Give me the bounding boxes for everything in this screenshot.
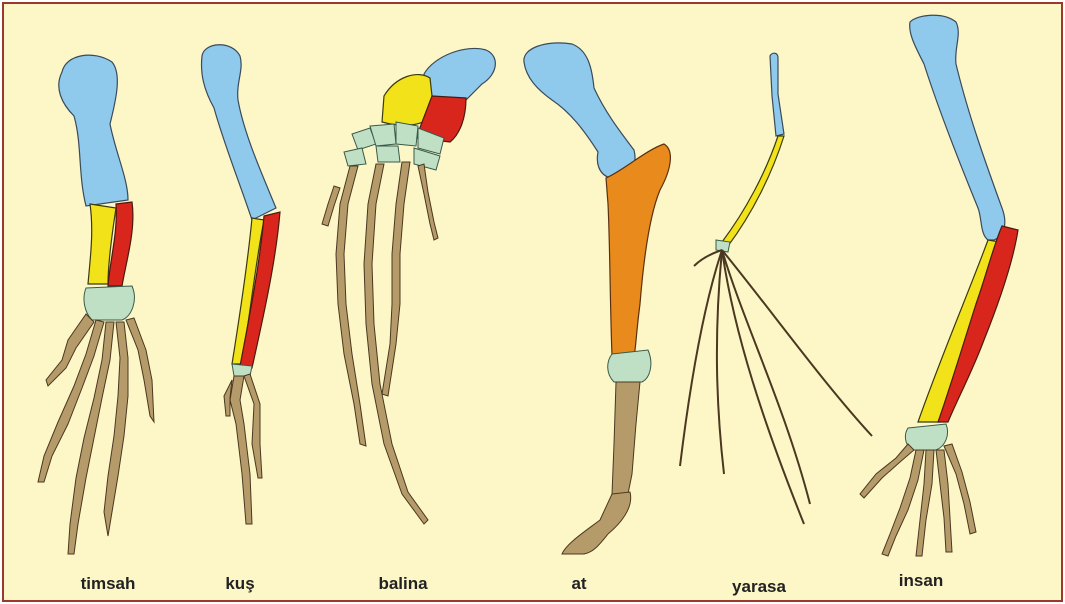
human-limb <box>860 15 1018 556</box>
horse-humerus <box>524 43 635 178</box>
horse-limb <box>524 43 671 554</box>
label-crocodile: timsah <box>81 574 136 594</box>
label-whale: balina <box>378 574 427 594</box>
bat-humerus <box>770 53 784 136</box>
bird-limb <box>202 45 281 524</box>
bat-limb <box>680 53 872 524</box>
label-bat: yarasa <box>732 577 786 597</box>
label-human: insan <box>899 571 943 591</box>
whale-humerus <box>424 48 495 100</box>
horse-carpals <box>608 350 651 382</box>
horse-forearm <box>606 144 670 356</box>
human-humerus <box>910 15 1005 240</box>
human-ulna <box>938 226 1018 422</box>
label-horse: at <box>571 574 586 594</box>
human-carpals <box>905 424 947 450</box>
bat-radius <box>722 136 784 246</box>
crocodile-humerus <box>59 55 128 206</box>
bird-humerus <box>202 45 277 220</box>
label-bird: kuş <box>225 574 254 594</box>
horse-cannon <box>612 382 640 494</box>
crocodile-carpals <box>84 286 134 320</box>
whale-limb <box>322 48 495 524</box>
homologous-limbs-diagram: .hum { fill:#8fc9ec; stroke:#3a4a5a; str… <box>4 4 1061 600</box>
crocodile-limb <box>38 55 154 554</box>
horse-hoof <box>562 492 631 554</box>
